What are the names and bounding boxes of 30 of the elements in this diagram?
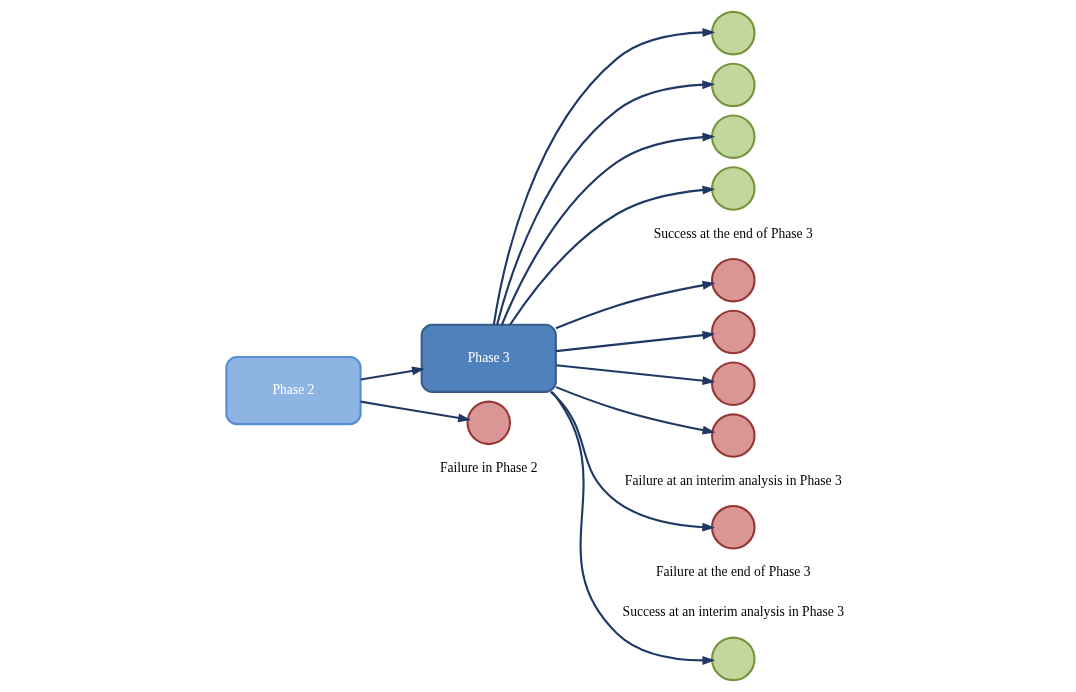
node-circle	[711, 10, 756, 56]
label: Success at an interim analysis in Phase 3	[622, 604, 844, 620]
arrow	[555, 386, 716, 435]
arrow	[509, 185, 716, 326]
node-label: Failure at the end of Phase 3	[655, 564, 811, 580]
node-box: Phase 2	[225, 356, 362, 426]
node-circle	[711, 413, 756, 458]
label: Failure at an interim analysis in Phase 3	[624, 472, 842, 488]
arrow	[555, 280, 716, 330]
node-circle	[711, 62, 756, 108]
arrow	[550, 391, 716, 532]
arrow	[360, 366, 425, 381]
node-label: Failure in Phase 2	[439, 459, 538, 475]
node-circle	[711, 361, 756, 407]
node-circle	[711, 114, 756, 159]
node-circle	[711, 636, 756, 682]
arrow	[555, 364, 716, 386]
node-circle	[711, 166, 756, 211]
arrow	[555, 330, 716, 353]
arrow	[551, 391, 716, 665]
node-circle	[711, 309, 756, 355]
arrow	[360, 400, 471, 423]
arrow	[492, 27, 716, 325]
node-label: Success at the end of Phase 3	[653, 225, 813, 241]
node-circle	[466, 400, 512, 446]
node-circle	[711, 257, 756, 303]
arrow	[496, 80, 716, 325]
arrow	[500, 132, 716, 326]
node-box: Phase 3	[420, 323, 557, 393]
node-circle	[711, 505, 756, 550]
